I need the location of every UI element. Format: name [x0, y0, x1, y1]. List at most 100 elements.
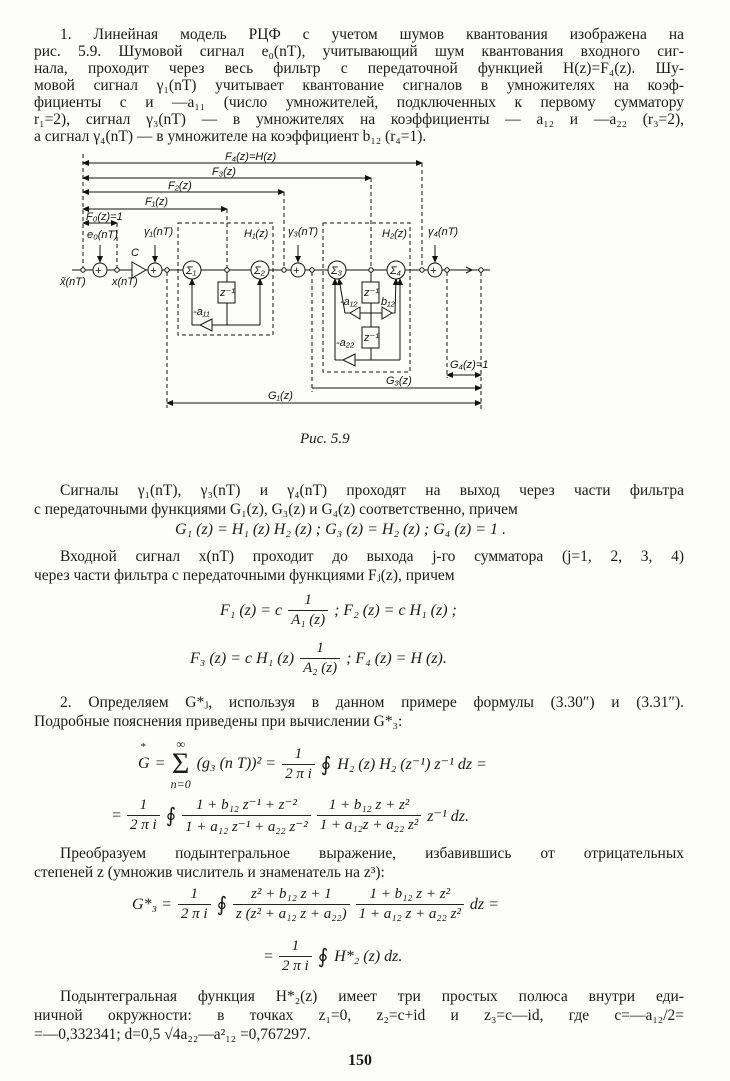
label-F3: F₃(z)	[212, 166, 236, 178]
fraction: 1 + b₁₂ z⁻¹ + z⁻² 1 + a₁₂ z⁻¹ + a₂₂ z⁻²	[182, 795, 311, 836]
text-line: с передаточными функциями G₁(z), G₃(z) и…	[34, 501, 518, 518]
label-sigma4: Σ₄	[389, 265, 401, 277]
label-delay: z⁻¹	[363, 287, 379, 299]
text-line: нала, проходит через весь фильтр с перед…	[34, 60, 684, 77]
text-line: r₁=2), сигнал γ₃(nT) — в умножителях на …	[34, 111, 684, 128]
equation-G: G₁ (z) = H₁ (z) H₂ (z) ; G₃ (z) = H₂ (z)…	[175, 521, 507, 538]
numerator: 1	[127, 797, 160, 816]
label-H2: H₂(z)	[382, 228, 407, 240]
numerator: 1	[288, 592, 329, 611]
text-line: Сигналы γ₁(nT), γ₃(nT) и γ₄(nT) проходят…	[60, 482, 684, 499]
label-plus: +	[150, 265, 157, 277]
eq-part: G*₃ =	[132, 895, 172, 913]
label-G1: G₁(z)	[268, 390, 293, 402]
eq-part: F₃ (z) = c H₁ (z)	[190, 649, 295, 667]
denominator: 2 π i	[285, 765, 312, 782]
numerator: 1	[279, 938, 312, 957]
text-line: ничной окружности: в точках z₁=0, z₂=c+i…	[34, 1007, 684, 1024]
numerator: z² + b₁₂ z + 1	[233, 886, 350, 905]
contour-integral: ∮	[320, 753, 332, 776]
text-line: Подробные пояснения приведены при вычисл…	[34, 713, 403, 730]
denominator: A₂ (z)	[303, 660, 338, 676]
text-line: рис. 5.9. Шумовой сигнал e₀(nT), учитыва…	[34, 43, 684, 60]
label-sigma1: Σ₁	[185, 265, 197, 277]
label-H1: H₁(z)	[244, 228, 269, 240]
text-line: Подынтегральная функция H*₂(z) имеет три…	[60, 988, 684, 1005]
label-delay: z⁻¹	[219, 287, 235, 299]
eq-part: G*	[138, 741, 150, 773]
contour-integral: ∮	[317, 946, 329, 968]
eq-part: H₂ (z) H₂ (z⁻¹) z⁻¹ dz =	[337, 756, 487, 773]
eq-part: =	[264, 947, 274, 965]
eq-part: dz =	[469, 895, 499, 913]
label-sigma3: Σ₃	[330, 265, 343, 277]
label-gamma4: γ₄(nT)	[428, 226, 458, 238]
label-gamma1: γ₁(nT)	[144, 226, 173, 238]
text-line: через части фильтра с передаточными функ…	[34, 567, 455, 584]
denominator: 1 + a₁₂ z⁻¹ + a₂₂ z⁻²	[185, 819, 308, 835]
numerator: 1 + b₁₂ z⁻¹ + z⁻²	[182, 795, 311, 816]
label-plus: +	[293, 265, 300, 277]
denominator: A₁ (z)	[291, 612, 326, 628]
denominator: 1 + a₁₂ z + a₂₂ z²	[358, 906, 461, 922]
text-line: Входной сигнал x(nT) проходит до выхода …	[60, 548, 684, 565]
label-F0: F₀(z)=1	[86, 211, 123, 223]
text-line: мовой сигнал γ₁(nT) учитывает квантовани…	[34, 77, 684, 94]
label-F4: F₄(z)=H(z)	[225, 151, 276, 163]
denominator: 1 + a₁₂z + a₂₂ z²	[319, 817, 419, 833]
denominator: 2 π i	[180, 906, 208, 922]
numerator: 1 + b₁₂ z + z²	[355, 886, 464, 905]
eq-part: F₁ (z) = c	[220, 601, 283, 619]
label-b12: b₁₂	[381, 296, 396, 308]
eq-part: n=0	[170, 777, 191, 791]
label-plus: +	[430, 265, 437, 277]
label-x: x(nT)	[111, 276, 138, 288]
eq-part: ; F₄ (z) = H (z).	[346, 649, 447, 667]
eq-part: =	[112, 806, 122, 824]
text-line: Преобразуем подынтегральное выражение, и…	[60, 845, 684, 862]
label-sigma2: Σ₂	[253, 265, 266, 277]
contour-integral: ∮	[165, 805, 177, 827]
block-diagram-figure: F₄(z)=H(z) F₃(z) F₂(z) F₁(z) F₀(z)=1 e₀(…	[59, 151, 490, 410]
eq-part: H*₂ (z) dz.	[334, 947, 403, 965]
label-e0: e₀(nT)	[87, 229, 118, 241]
label-c: C	[131, 247, 139, 259]
label-F1: F₁(z)	[145, 196, 168, 208]
eq-part: z⁻¹ dz.	[427, 807, 469, 825]
text-line: 2. Определяем G*ⱼ, используя в данном пр…	[60, 694, 684, 711]
label-G3: G₃(z)	[386, 375, 412, 387]
label-plus: +	[95, 265, 102, 277]
page-number: 150	[348, 1052, 372, 1069]
label-input: x̃(nT)	[59, 276, 86, 288]
denominator: z (z² + a₁₂ z + a₂₂)	[236, 906, 347, 922]
eq-part: *	[140, 741, 146, 753]
label-F2: F₂(z)	[168, 180, 192, 192]
label-gamma3: γ₃(nT)	[288, 226, 318, 238]
figure-caption: Рис. 5.9	[300, 431, 350, 447]
contour-integral: ∮	[216, 894, 228, 916]
eq-part: G	[138, 755, 150, 772]
eq-part: (g₃ (n T))² =	[196, 755, 277, 772]
eq-part: ∞	[176, 737, 185, 751]
eq-part: Σ	[171, 747, 190, 780]
numerator: 1	[282, 746, 315, 765]
label-a11: -a₁₁	[193, 306, 210, 318]
text-line: 1. Линейная модель РЦФ с учетом шумов кв…	[60, 26, 684, 43]
label-a22: -a₂₂	[336, 337, 355, 349]
